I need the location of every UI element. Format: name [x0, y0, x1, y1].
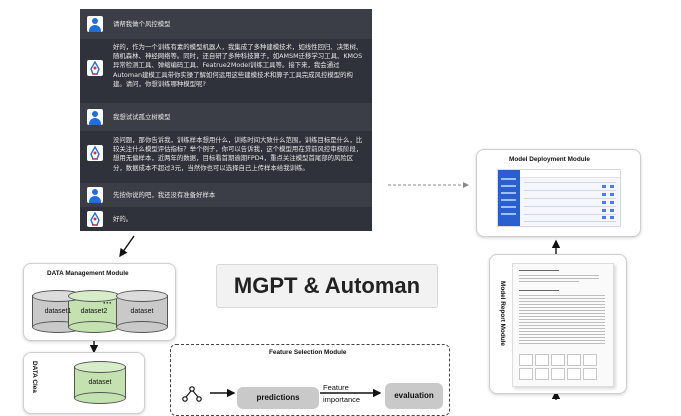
ellipsis: ··· [103, 298, 112, 308]
app-table [524, 182, 616, 222]
chat-message-bot: 好的，作为一个训练有素的模型机器人，我集成了多种建模技术，如线性回归、决策树、随… [80, 39, 372, 103]
module-title: DATA Clea [31, 361, 38, 393]
data-cleaning-module: DATA Clea dataset [23, 352, 145, 414]
feature-selection-module: Feature Selection Module predictions Fea… [170, 344, 450, 416]
center-title: MGPT & Automan [216, 264, 438, 308]
predictions-node: predictions [237, 387, 319, 409]
user-avatar-icon [87, 16, 103, 32]
dataset-cylinder: dataset [116, 290, 168, 333]
chat-panel: 请帮我做个风控模型 好的，作为一个训练有素的模型机器人，我集成了多种建模技术，如… [80, 9, 372, 231]
robot-avatar-icon [87, 60, 103, 76]
arrow-label: Feature [323, 383, 349, 392]
chat-message-user: 先按你说的吧，我还没有准备好样本 [80, 183, 372, 207]
app-sidebar [498, 170, 520, 226]
chat-message-bot: 没问题，那你告诉我，训练样本想用什么，训练时间大致什么范围，训练目标是什么，比较… [80, 131, 372, 183]
data-management-module: DATA Management Module dataset1 dataset2… [23, 263, 176, 341]
dataset-label: dataset [130, 308, 154, 315]
dataset-label: dataset2 [80, 308, 108, 315]
app-topbar [520, 170, 620, 178]
user-avatar-icon [87, 109, 103, 125]
evaluation-node: evaluation [385, 383, 443, 409]
user-avatar-icon [87, 187, 103, 203]
chat-message-user: 请帮我做个风控模型 [80, 9, 372, 39]
chat-message-text: 请帮我做个风控模型 [113, 20, 171, 28]
dataset-label: dataset1 [44, 308, 72, 315]
dataset-cylinder: dataset2 [68, 290, 120, 333]
chat-message-text: 先按你说的吧，我还没有准备好样本 [113, 191, 216, 199]
report-thumbnail [512, 263, 614, 387]
network-icon [182, 386, 202, 402]
deployment-screenshot [497, 169, 621, 227]
module-title: Model Report Module [499, 281, 506, 346]
robot-avatar-icon [87, 211, 103, 227]
module-title: Model Deployment Module [509, 156, 590, 163]
dataset-label: dataset [88, 379, 112, 386]
module-title: DATA Management Module [47, 270, 129, 277]
chat-message-text: 好的，作为一个训练有素的模型机器人，我集成了多种建模技术，如线性回归、决策树、随… [113, 43, 363, 88]
chat-message-text: 好的。 [113, 215, 133, 223]
chat-to-data-arrow [119, 235, 135, 258]
module-title: Feature Selection Module [269, 349, 347, 356]
chat-message-text: 我想试试孤立树模型 [113, 113, 171, 121]
robot-avatar-icon [87, 145, 103, 161]
dataset-cylinder: dataset [74, 361, 126, 404]
chat-message-user: 我想试试孤立树模型 [80, 103, 372, 131]
chat-message-bot: 好的。 [80, 207, 372, 231]
chat-message-text: 没问题，那你告诉我，训练样本想用什么，训练时间大致什么范围，训练目标是什么，比较… [113, 136, 363, 172]
